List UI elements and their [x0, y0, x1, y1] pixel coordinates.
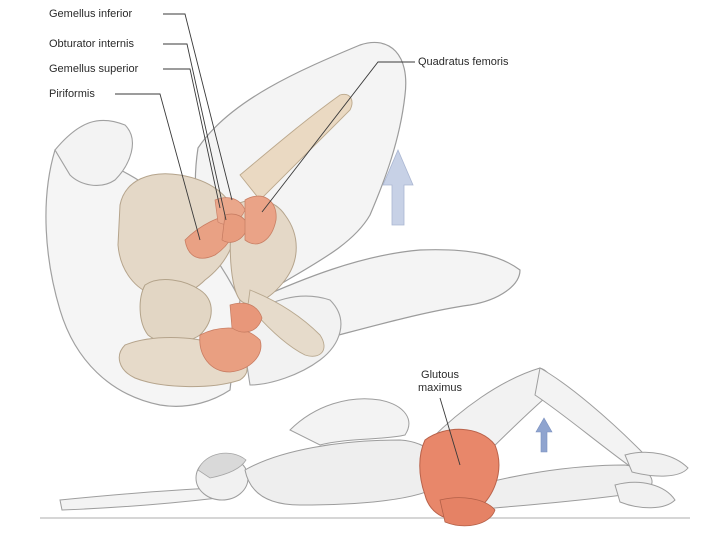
label-gemellus-inferior: Gemellus inferior: [49, 8, 132, 20]
label-obturator-internis: Obturator internis: [49, 38, 134, 50]
bent-arm: [290, 399, 409, 445]
foot-2: [615, 482, 675, 507]
label-gluteus-maximus-line2: maximus: [400, 382, 480, 395]
label-quadratus-femoris: Quadratus femoris: [418, 56, 508, 68]
label-gluteus-maximus-line1: Glutous: [400, 369, 480, 382]
foot-1: [625, 452, 688, 476]
label-piriformis: Piriformis: [49, 88, 95, 100]
upper-hip-illustration: [46, 42, 520, 406]
torso: [245, 440, 441, 505]
extended-arm: [60, 488, 218, 510]
label-gemellus-superior: Gemellus superior: [49, 63, 138, 75]
up-arrow-lower: [536, 418, 552, 452]
label-gluteus-maximus: Glutous maximus: [400, 369, 480, 395]
